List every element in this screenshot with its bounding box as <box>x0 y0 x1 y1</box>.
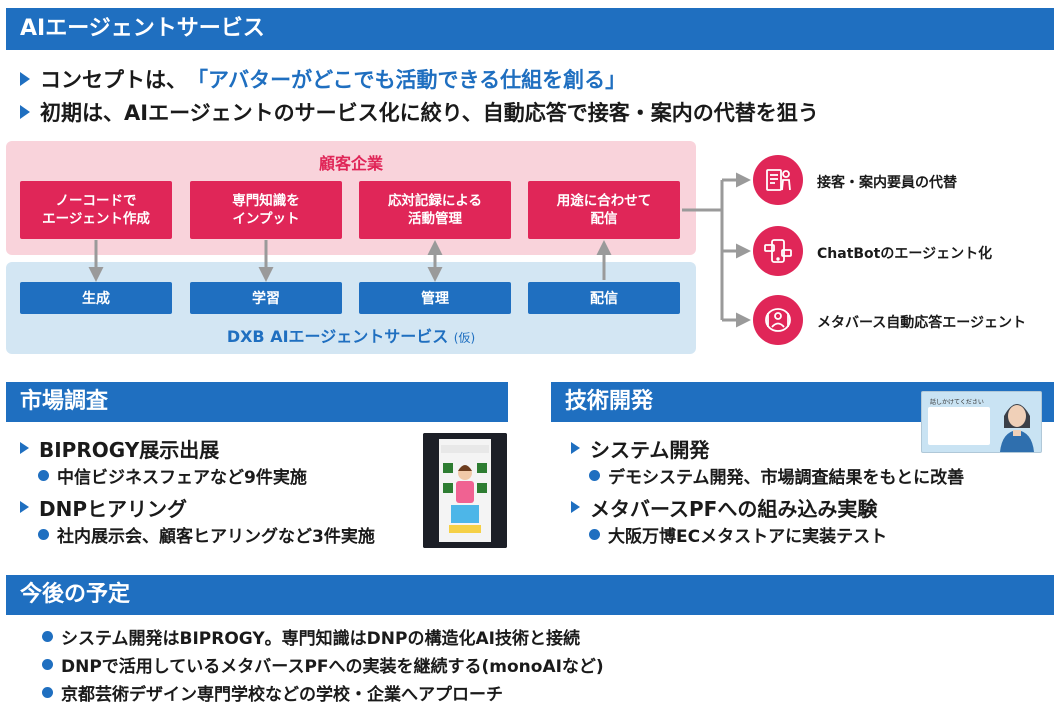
future-banner: 今後の予定 <box>6 575 1054 615</box>
market-title: 市場調査 <box>20 389 109 414</box>
triangle-bullet-icon <box>20 501 29 513</box>
market-item-2: DNPヒアリング <box>20 493 187 521</box>
metaverse-icon <box>753 295 803 345</box>
service-title-suffix: (仮) <box>453 331 476 345</box>
avatar <box>1000 404 1034 452</box>
tech-item-2-detail-text: 大阪万博ECメタストアに実装テスト <box>608 526 888 547</box>
market-item-2-detail-text: 社内展示会、顧客ヒアリングなど3件実施 <box>57 526 375 547</box>
triangle-bullet-icon <box>20 105 30 119</box>
red-box-create: ノーコードで エージェント作成 <box>20 181 172 239</box>
market-item-2-detail: 社内展示会、顧客ヒアリングなど3件実施 <box>38 522 375 547</box>
reception-icon <box>753 155 803 205</box>
tech-item-1: システム開発 <box>571 434 709 462</box>
future-item-1-text: システム開発はBIPROGY。専門知識はDNPの構造化AI技術と接続 <box>61 628 580 649</box>
dot-bullet-icon <box>38 469 49 481</box>
future-item-1: システム開発はBIPROGY。専門知識はDNPの構造化AI技術と接続 <box>42 623 580 649</box>
dot-bullet-icon <box>42 658 53 670</box>
future-item-2-text: DNPで活用しているメタバースPFへの実装を継続する(monoAIなど) <box>61 656 604 677</box>
red-box-input: 専門知識を インプット <box>190 181 342 239</box>
red-box-deliver: 用途に合わせて 配信 <box>528 181 680 239</box>
use-case-label-1: 接客・案内要員の代替 <box>817 175 957 191</box>
client-title: 顧客企業 <box>318 154 383 173</box>
blue-box-learn: 学習 <box>190 282 342 314</box>
use-case-label-2: ChatBotのエージェント化 <box>817 246 993 262</box>
dot-bullet-icon <box>589 469 600 481</box>
tech-item-1-detail: デモシステム開発、市場調査結果をもとに改善 <box>589 463 965 488</box>
dot-bullet-icon <box>589 528 600 540</box>
tech-title: 技術開発 <box>565 389 654 414</box>
future-item-3: 京都芸術デザイン専門学校などの学校・企業へアプローチ <box>42 679 503 705</box>
market-banner: 市場調査 <box>6 382 508 422</box>
chat-phone-icon <box>753 226 803 276</box>
market-item-1-heading: BIPROGY展示出展 <box>39 437 220 462</box>
tech-item-1-detail-text: デモシステム開発、市場調査結果をもとに改善 <box>608 467 965 488</box>
dot-bullet-icon <box>38 528 49 540</box>
concept-line-1: コンセプトは、 「アバターがどこでも活動できる仕組を創る」 <box>20 64 626 94</box>
market-item-2-heading: DNPヒアリング <box>39 496 187 521</box>
concept-initial: 初期は、AIエージェントのサービス化に絞り、自動応答で接客・案内の代替を狙う <box>40 101 819 125</box>
concept-quote: 「アバターがどこでも活動できる仕組を創る」 <box>187 68 627 92</box>
tech-item-2-detail: 大阪万博ECメタストアに実装テスト <box>589 522 888 547</box>
arrow-fanout-trunk <box>682 208 724 320</box>
demo-screen-panel <box>928 407 990 445</box>
tech-item-2: メタバースPFへの組み込み実験 <box>571 493 877 521</box>
blue-box-deliver: 配信 <box>528 282 680 314</box>
triangle-bullet-icon <box>571 442 580 454</box>
triangle-bullet-icon <box>20 72 30 86</box>
future-title: 今後の予定 <box>20 582 131 607</box>
tech-item-2-heading: メタバースPFへの組み込み実験 <box>590 496 878 521</box>
demo-screen-text: 話しかけてください <box>930 399 984 406</box>
tech-item-1-heading: システム開発 <box>590 437 710 462</box>
use-case-label-3: メタバース自動応答エージェント <box>817 315 1027 331</box>
demo-screen-image: 話しかけてください <box>921 391 1042 453</box>
blue-box-manage: 管理 <box>359 282 511 314</box>
exhibition-photo <box>423 433 507 548</box>
market-item-1: BIPROGY展示出展 <box>20 434 219 462</box>
dot-bullet-icon <box>42 630 53 642</box>
red-box-manage: 応対記録による 活動管理 <box>359 181 511 239</box>
service-title-text: DXB AIエージェントサービス <box>226 327 449 346</box>
triangle-bullet-icon <box>20 442 29 454</box>
triangle-bullet-icon <box>571 501 580 513</box>
concept-line-2: 初期は、AIエージェントのサービス化に絞り、自動応答で接客・案内の代替を狙う <box>20 97 819 127</box>
market-item-1-detail-text: 中信ビジネスフェアなど9件実施 <box>57 467 307 488</box>
future-item-2: DNPで活用しているメタバースPFへの実装を継続する(monoAIなど) <box>42 651 604 677</box>
service-title: DXB AIエージェントサービス (仮) <box>6 323 696 347</box>
future-item-3-text: 京都芸術デザイン専門学校などの学校・企業へアプローチ <box>61 684 503 705</box>
market-item-1-detail: 中信ビジネスフェアなど9件実施 <box>38 463 307 488</box>
concept-prefix: コンセプトは、 <box>40 68 187 92</box>
dot-bullet-icon <box>42 686 53 698</box>
page-title: AIエージェントサービス <box>20 16 265 41</box>
blue-box-generate: 生成 <box>20 282 172 314</box>
page-title-banner: AIエージェントサービス <box>6 8 1054 50</box>
